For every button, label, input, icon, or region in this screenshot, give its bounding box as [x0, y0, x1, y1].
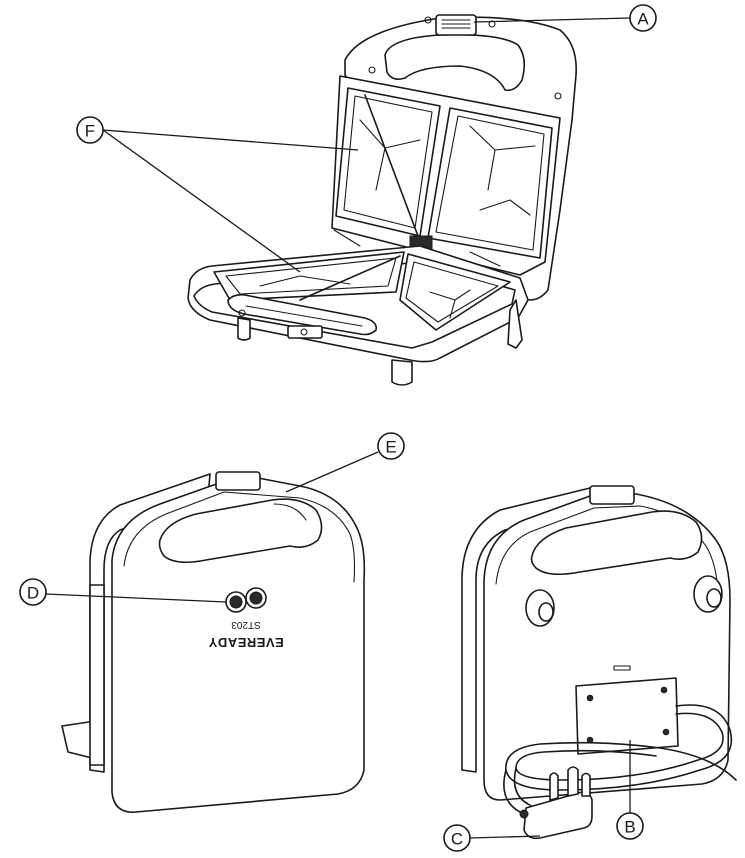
model-number: ST203 [231, 619, 261, 630]
callout-b-label: B [624, 818, 635, 837]
callout-a: A [473, 4, 657, 32]
back-view-lock-clip [589, 485, 635, 505]
callout-c: C [443, 824, 541, 852]
screw [300, 328, 308, 336]
cord-wrap-post-left [525, 589, 555, 627]
callout-d-label: D [27, 584, 39, 603]
callout-b: B [616, 740, 644, 840]
callout-c-label: C [451, 830, 463, 849]
base-handle-slot [227, 293, 378, 336]
screw [554, 92, 562, 100]
base-foot-front [391, 359, 413, 386]
back-view-handle-hole [530, 510, 703, 576]
power-plug [519, 766, 593, 840]
closed-front-view: EVEREADY ST203 [61, 471, 366, 813]
callout-a-label: A [637, 10, 649, 29]
screw [368, 66, 376, 74]
callout-d: D [19, 578, 227, 606]
lower-plate-cavity-right [399, 253, 511, 331]
base-leg-right [507, 299, 523, 349]
base-clip [287, 325, 323, 339]
closed-back-view [461, 485, 737, 840]
screw [238, 309, 246, 317]
front-view-handle-hole [158, 498, 323, 564]
base-foot-left [237, 317, 251, 341]
power-cord [505, 704, 737, 791]
back-view-mark [613, 665, 631, 671]
front-view-leg [89, 584, 105, 766]
callout-e-label: E [385, 438, 396, 457]
lock-clip-grip [441, 19, 471, 29]
brand-name: EVEREADY [208, 635, 284, 650]
callout-e: E [285, 432, 405, 493]
upper-plate-cavity-right [427, 107, 553, 259]
callout-f-label: F [85, 122, 95, 141]
cord-wrap-post-right [693, 575, 723, 613]
cord-storage-plate [575, 677, 679, 755]
open-sandwich-maker [187, 14, 577, 386]
indicator-lights [225, 587, 267, 613]
lock-clip [435, 14, 477, 36]
front-view-lock-clip [215, 471, 261, 491]
screw [424, 16, 432, 24]
callout-f: F [76, 116, 359, 273]
